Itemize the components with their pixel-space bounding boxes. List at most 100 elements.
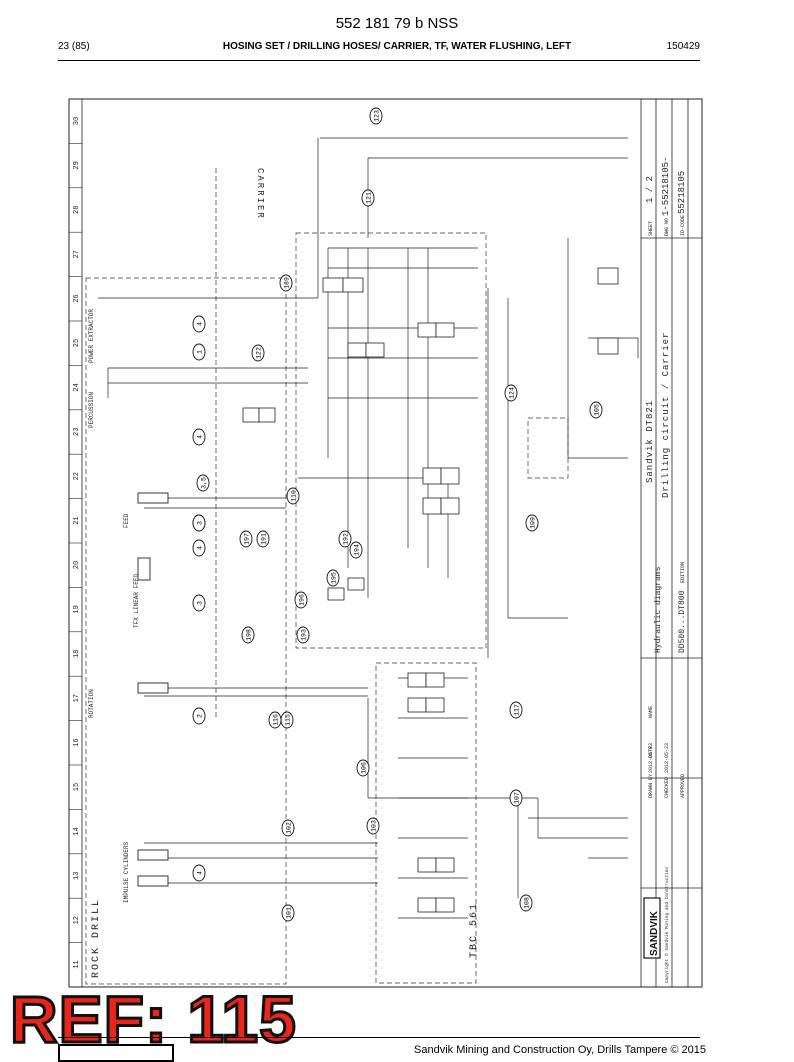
scale-label: 13 — [73, 872, 81, 880]
page-number: 23 (85) — [58, 41, 90, 52]
scale-label: 12 — [73, 916, 81, 924]
zone-power-extractor: POWER EXTRACTOR — [88, 309, 95, 363]
callout-balloon — [338, 530, 352, 548]
callout-label: 4 — [197, 546, 204, 550]
callout-label: 198 — [246, 629, 253, 641]
callout-label: 195 — [331, 572, 338, 584]
callout-balloon — [589, 401, 603, 419]
callout-label: 189 — [284, 277, 291, 289]
scale-label: 23 — [73, 428, 81, 436]
zone-tbc: TBC 561 — [469, 902, 480, 958]
title-diagram: Hydraulic diagrams — [654, 566, 663, 653]
scale-label: 16 — [73, 738, 81, 746]
title-date-1: 2012-05-23 — [648, 743, 654, 773]
title-date-2: 2012-05-23 — [664, 743, 670, 773]
callout-label: 124 — [509, 387, 516, 399]
callout-balloon — [361, 189, 375, 207]
callout-label: 103 — [371, 820, 378, 832]
callout-label: 117 — [514, 704, 521, 716]
callout-balloon — [504, 384, 518, 402]
callout-label: 192 — [343, 533, 350, 545]
zone-feed: FEED — [123, 513, 130, 528]
title-approved: APPROVED — [680, 774, 686, 798]
scale-label: 17 — [73, 694, 81, 702]
callout-balloon — [286, 487, 300, 505]
document-code: 150429 — [666, 41, 700, 52]
zone-rotation: ROTATION — [88, 689, 95, 718]
scale-label: 30 — [73, 117, 81, 125]
title-dwg-label: DWG NO — [664, 218, 670, 236]
callout-balloon — [519, 894, 533, 912]
callout-balloon — [241, 626, 255, 644]
callout-label: 197 — [244, 533, 251, 545]
callout-balloon — [369, 107, 383, 125]
title-id-label: ID-CODE — [680, 215, 686, 236]
callout-balloon — [196, 474, 210, 492]
scale-label: 26 — [73, 294, 81, 302]
callout-label: 108 — [524, 897, 531, 909]
callout-balloon — [294, 591, 308, 609]
title-models: DD500...DT800 — [678, 590, 687, 653]
title-checked: CHECKED — [664, 777, 670, 798]
callout-balloon — [239, 530, 253, 548]
scale-label: 25 — [73, 339, 81, 347]
scale-label: 22 — [73, 472, 81, 480]
callout-balloon — [192, 707, 206, 725]
page-title: 552 181 79 b NSS — [335, 15, 459, 32]
callout-label: 115 — [285, 714, 292, 726]
scale-label: 29 — [73, 161, 81, 169]
callout-label: 194 — [354, 544, 361, 556]
scale-label: 15 — [73, 783, 81, 791]
title-drawn-by: DRAWN BY — [648, 774, 654, 798]
callout-label: 121 — [366, 192, 373, 204]
title-circuit: Drilling circuit / Carrier — [661, 332, 671, 498]
callout-label: 1 — [197, 350, 204, 354]
callout-balloon — [192, 594, 206, 612]
callout-label: 4 — [197, 871, 204, 875]
callout-balloon — [349, 541, 363, 559]
scale-label: 28 — [73, 206, 81, 214]
title-date: DATE — [648, 746, 654, 758]
callout-label: 106 — [361, 762, 368, 774]
callout-balloon — [251, 344, 265, 362]
callout-balloon — [281, 819, 295, 837]
callout-balloon — [279, 274, 293, 292]
footer-divider — [58, 1037, 700, 1038]
title-dwg-value: 1-55218105- — [661, 157, 671, 216]
callout-label: 3,5 — [201, 477, 208, 489]
zone-carrier: CARRIER — [255, 168, 265, 220]
callout-balloon — [281, 904, 295, 922]
title-id-value: 55218105 — [677, 171, 687, 214]
callout-balloon — [192, 343, 206, 361]
callout-label: 2 — [197, 714, 204, 718]
callout-label: 193 — [301, 629, 308, 641]
callout-label: 105 — [594, 404, 601, 416]
callout-label: 107 — [514, 792, 521, 804]
title-sheet-label: SHEET — [648, 221, 654, 236]
zone-impulse-cylinders: IMPULSE CYLINDERS — [123, 841, 130, 903]
callout-balloon — [192, 428, 206, 446]
callout-balloon — [296, 626, 310, 644]
callout-label: 102 — [286, 822, 293, 834]
callout-balloon — [280, 711, 294, 729]
scale-label: 11 — [73, 960, 81, 968]
title-edition: EDITION — [680, 562, 686, 583]
scale-label: 21 — [73, 516, 81, 524]
callout-label: 122 — [256, 347, 263, 359]
callout-balloon — [525, 514, 539, 532]
callout-balloon — [192, 539, 206, 557]
callout-label: 196 — [299, 594, 306, 606]
title-copyright: Copyright © Sandvik Mining and Construct… — [663, 867, 670, 983]
callout-label: 101 — [286, 907, 293, 919]
scale-label: 27 — [73, 250, 81, 258]
footer-logo — [58, 1044, 174, 1062]
zone-tfx-linear-feed: TFX LINEAR FEED — [133, 574, 140, 628]
scale-label: 14 — [73, 827, 81, 835]
callout-label: 109 — [530, 517, 537, 529]
callout-balloon — [192, 514, 206, 532]
callout-balloon — [192, 864, 206, 882]
callout-balloon — [326, 569, 340, 587]
title-name: NAME — [648, 706, 654, 718]
callout-label: 116 — [273, 714, 280, 726]
